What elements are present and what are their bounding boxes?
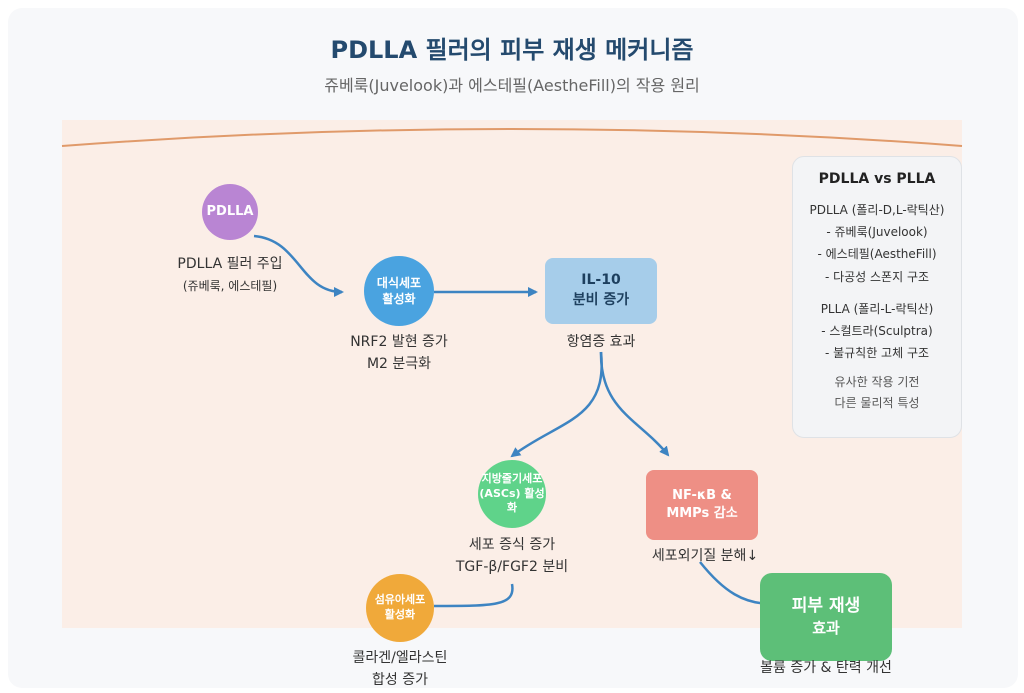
pdlla-item: - 다공성 스폰지 구조	[824, 269, 930, 284]
skin-surface-line	[61, 128, 963, 147]
fibroblast-caption: 콜라겐/엘라스틴 합성 증가	[352, 650, 448, 688]
macrophage-caption: NRF2 발현 증가 M2 분극화	[350, 334, 448, 372]
ascs-caption: 세포 증식 증가 TGF-β/FGF2 분비	[455, 537, 569, 575]
pdlla-title: PDLLA (폴리-D,L-락틱산)	[809, 203, 945, 217]
nfkb-caption: 세포외기질 분해↓	[651, 548, 759, 564]
arrow-il10-ascs	[510, 351, 603, 458]
arrow-il10-nfkb	[599, 351, 670, 457]
regeneration-caption: 볼륨 증가 & 탄력 개선	[760, 660, 892, 676]
il10-caption: 항염증 효과	[566, 334, 636, 350]
panel-heading: PDLLA vs PLLA	[818, 171, 936, 187]
pdlla-item: - 에스테필(AestheFill)	[817, 247, 937, 262]
nfkb-node: NF-κB &MMPs 감소	[646, 470, 758, 540]
pdlla-caption: PDLLA 필러 주입 (쥬베룩, 에스테필)	[177, 256, 283, 293]
plla-title: PLLA (폴리-L-락틱산)	[820, 301, 934, 316]
arrow-pdlla-macrophage	[253, 234, 344, 297]
ascs-node: 지방줄기세포(ASCs) 활성화	[478, 460, 546, 528]
pdlla-node-label: PDLLA	[206, 204, 254, 220]
panel-note: 유사한 작용 기전 다른 물리적 특성	[834, 375, 920, 411]
line-ascs-fibro	[433, 583, 514, 608]
page-subtitle: 쥬베룩(Juvelook)과 에스테필(AestheFill)의 작용 원리	[324, 76, 700, 95]
pdlla-item: - 쥬베룩(Juvelook)	[826, 225, 928, 240]
comparison-panel: PDLLA vs PLLA PDLLA (폴리-D,L-락틱산) - 쥬베룩(J…	[792, 156, 962, 438]
plla-item: - 불규칙한 고체 구조	[824, 346, 930, 361]
page-title: PDLLA 필러의 피부 재생 메커니즘	[330, 36, 694, 64]
plla-item: - 스컬트라(Sculptra)	[821, 323, 933, 338]
pdlla-node: PDLLA	[202, 184, 258, 240]
